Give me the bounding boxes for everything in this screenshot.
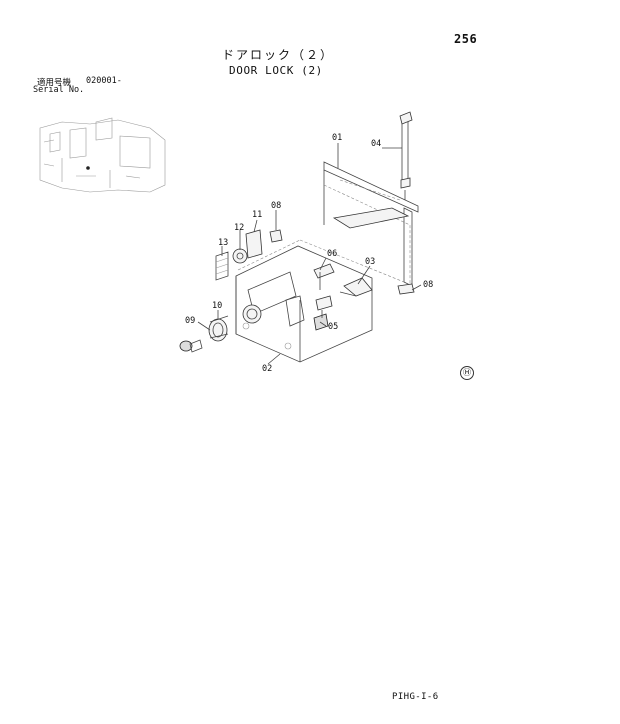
page-number: 256 xyxy=(454,32,478,46)
callout-label: 06 xyxy=(327,249,337,259)
callout-label: 13 xyxy=(218,238,228,248)
clip-part xyxy=(269,229,415,295)
callout-label: 04 xyxy=(371,139,381,149)
callout-label: 01 xyxy=(332,133,342,143)
machine-location-thumbnail xyxy=(39,117,166,193)
copyright-mark: Ⓗ xyxy=(460,366,474,380)
serial-label-english: Serial No. xyxy=(33,85,85,95)
callout-label: 05 xyxy=(328,322,338,332)
callout-label: 10 xyxy=(212,301,222,311)
latch-mechanism xyxy=(313,263,373,331)
callout-label: 08 xyxy=(423,280,433,290)
callout-labels: 01 04 08 11 12 13 06 03 08 10 09 05 02 xyxy=(185,133,433,374)
callout-label: 09 xyxy=(185,316,195,326)
footer-page-code: PIHG-I-6 xyxy=(392,692,439,702)
striker-rod xyxy=(399,111,413,200)
callout-label: 02 xyxy=(262,364,272,374)
serial-number-value: 020001- xyxy=(86,76,122,86)
callout-label: 08 xyxy=(271,201,281,211)
callout-label: 03 xyxy=(365,257,375,267)
serial-label-japanese: 適用号機 xyxy=(37,78,72,88)
callout-label: 12 xyxy=(234,223,244,233)
page-title-english: DOOR LOCK (2) xyxy=(229,64,323,77)
leader-lines xyxy=(197,143,422,365)
lock-housing xyxy=(235,245,373,363)
door-frame-panel xyxy=(237,161,419,290)
callout-label: 11 xyxy=(252,210,262,220)
lock-plate-washer-spring xyxy=(215,229,263,281)
page-title-japanese: ドアロック（２） xyxy=(222,48,335,62)
